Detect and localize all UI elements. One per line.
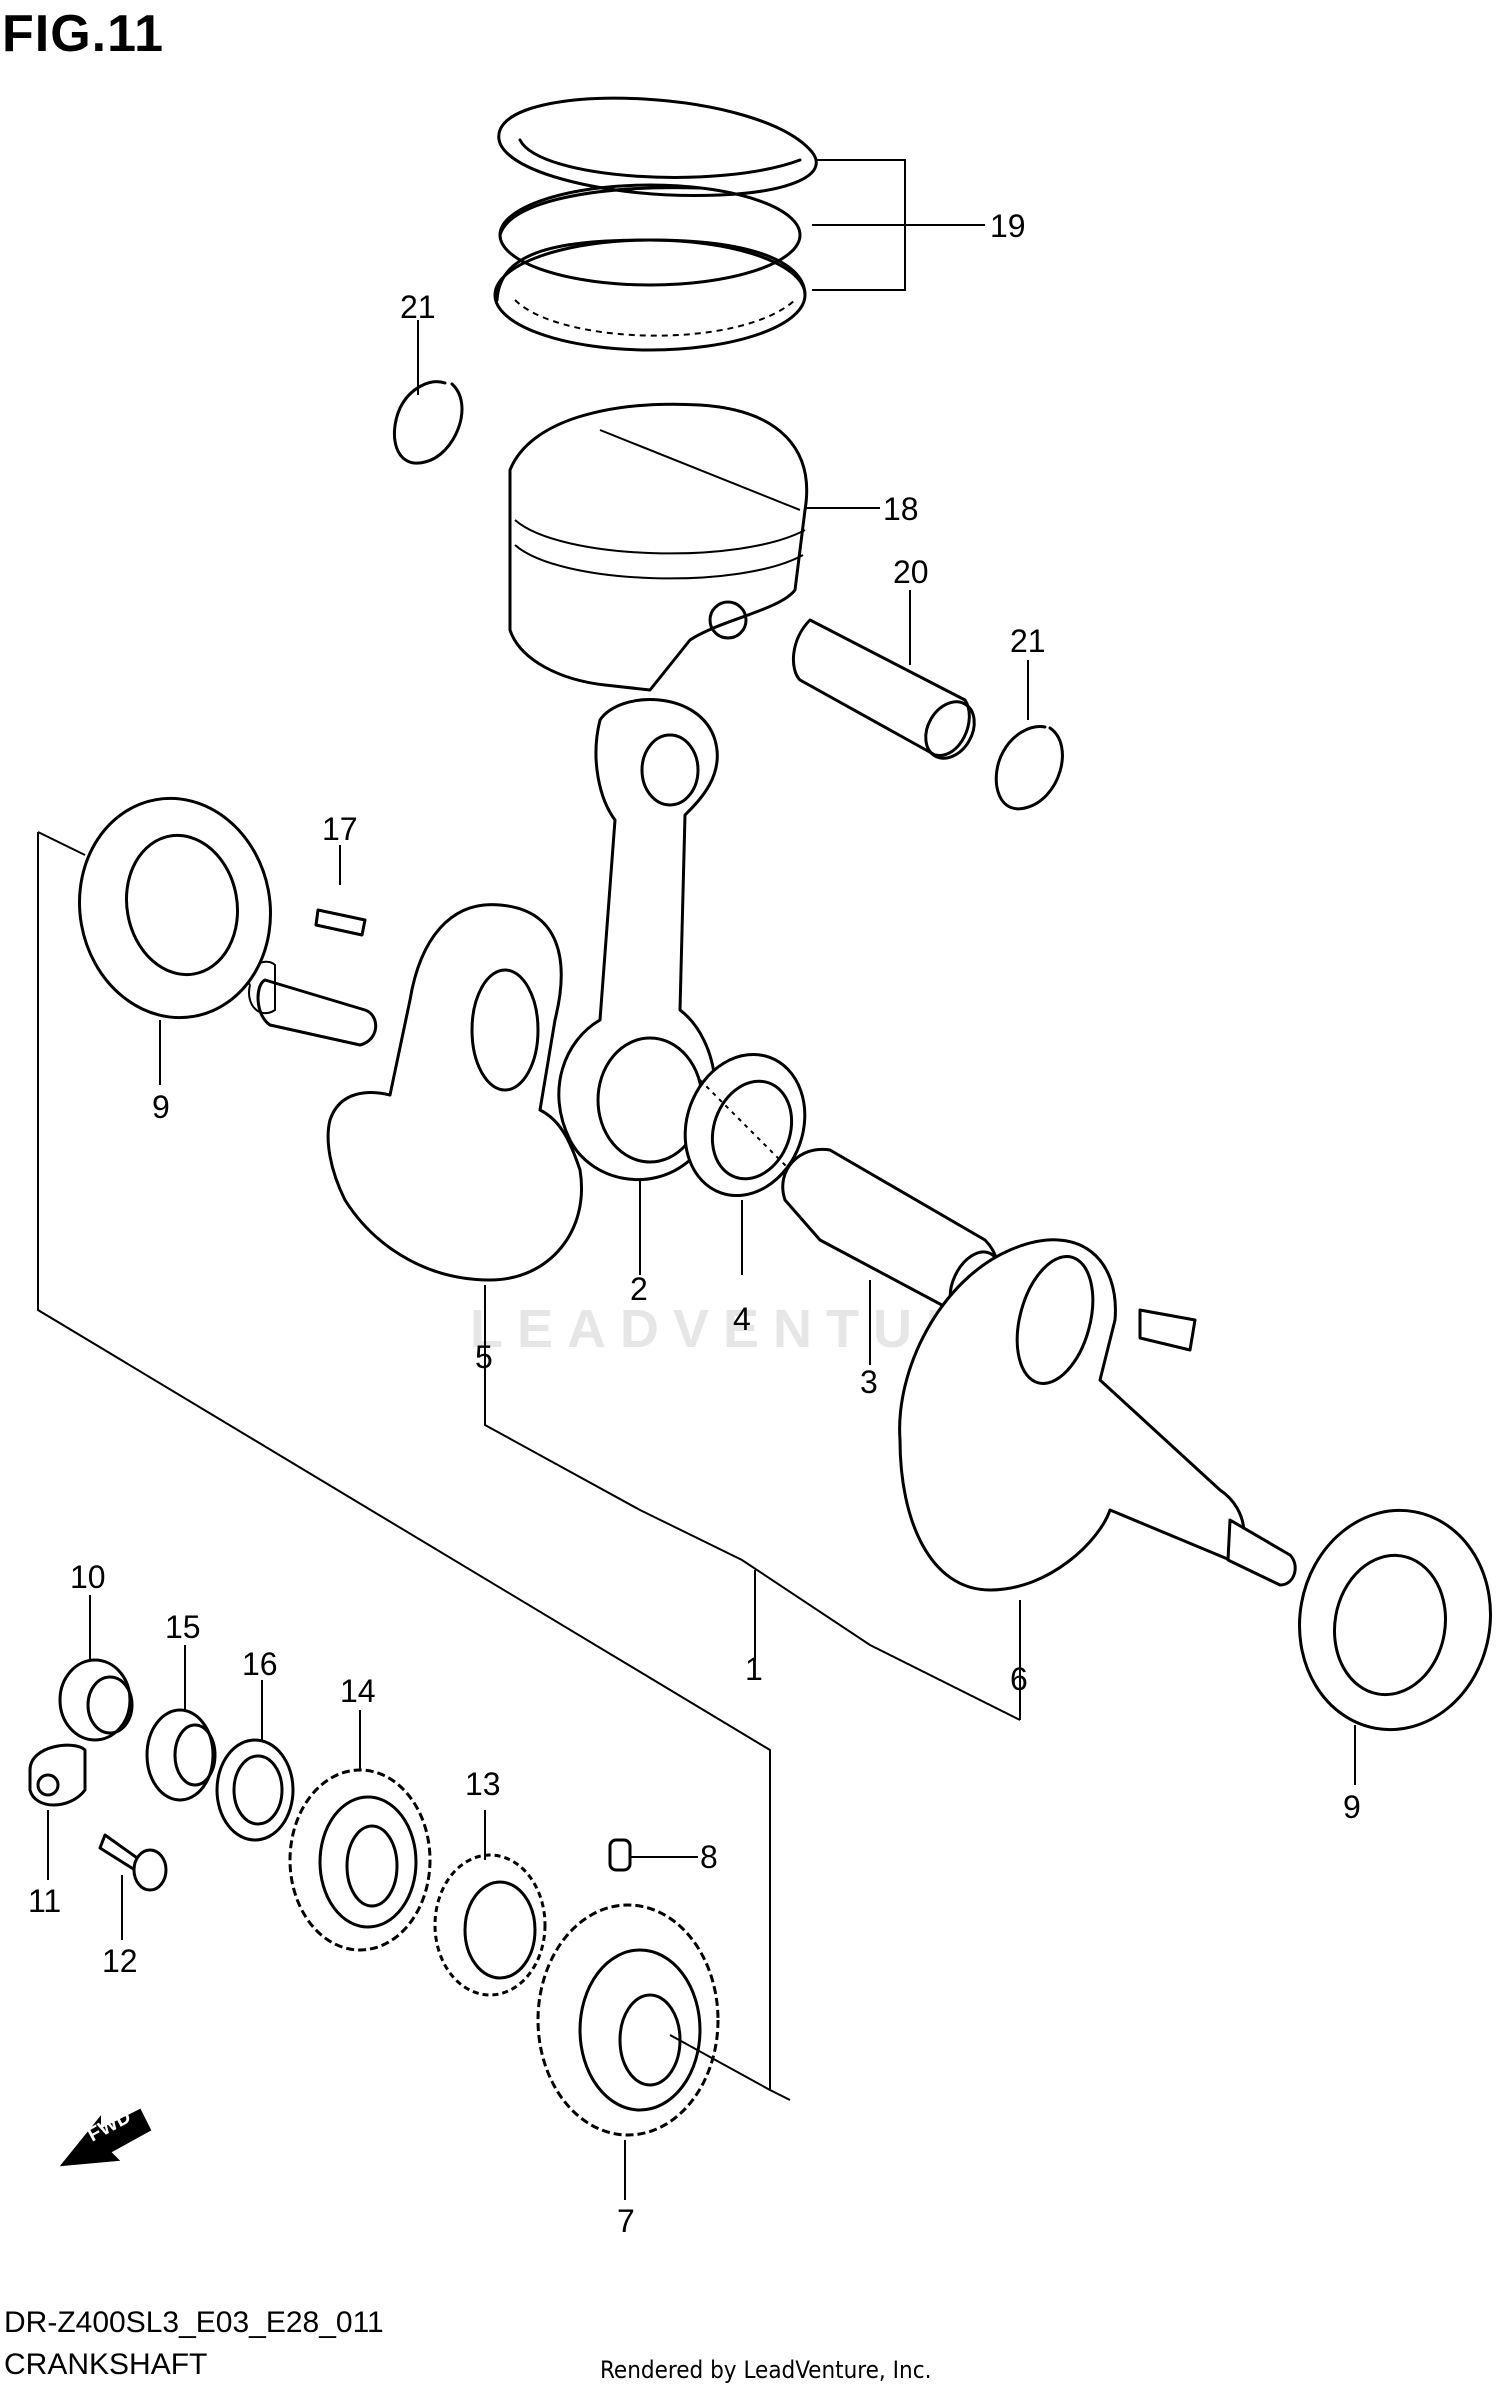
callout-1: 1	[745, 1651, 763, 1687]
oil-seal-10	[58, 1658, 134, 1742]
leader-line-7b	[669, 2034, 771, 2091]
callout-11: 11	[28, 1883, 61, 1919]
callout-13: 13	[465, 1766, 501, 1802]
callout-16: 16	[242, 1646, 278, 1682]
callout-18: 18	[883, 491, 919, 527]
circlip-left	[392, 380, 464, 465]
woodruff-key	[314, 908, 367, 937]
render-credit: Rendered by LeadVenture, Inc.	[600, 2356, 932, 2384]
spacer-15	[145, 1708, 217, 1802]
assembly-bracket-top	[37, 831, 86, 856]
gear-14	[288, 1768, 432, 1952]
screw-12	[98, 1833, 168, 1892]
crank-pin-bearing	[683, 1052, 807, 1198]
crankshaft-half-left	[246, 903, 583, 1282]
callout-5: 5	[475, 1339, 493, 1375]
callout-2: 2	[630, 1271, 648, 1307]
callout-20: 20	[893, 554, 929, 590]
dowel-pin-8	[608, 1838, 632, 1872]
crankshaft-half-right	[898, 1238, 1297, 1592]
section-title: CRANKSHAFT	[4, 2348, 208, 2381]
assembly-bracket	[37, 832, 791, 2101]
one-way-bearing-13	[433, 1853, 547, 1997]
callout-15: 15	[165, 1609, 201, 1645]
callout-9-left: 9	[152, 1089, 170, 1125]
figure-title: FIG.11	[2, 5, 165, 63]
gear-7	[536, 1903, 720, 2137]
callout-21-left: 21	[400, 289, 436, 325]
callout-8: 8	[700, 1839, 718, 1875]
piston	[508, 402, 809, 692]
callout-19: 19	[990, 208, 1026, 244]
callout-9-right: 9	[1343, 1789, 1361, 1825]
circlip-right	[994, 725, 1064, 811]
main-bearing-right	[1298, 1508, 1492, 1732]
callout-7: 7	[617, 2203, 635, 2239]
plate-11	[28, 1743, 87, 1807]
callout-4: 4	[733, 1301, 751, 1337]
callout-3: 3	[860, 1364, 878, 1400]
piston-pin	[791, 618, 976, 760]
reference-code: DR-Z400SL3_E03_E28_011	[4, 2306, 384, 2339]
main-bearing-left	[78, 796, 272, 1020]
callout-14: 14	[340, 1673, 376, 1709]
callout-10: 10	[70, 1559, 106, 1595]
callout-21-right: 21	[1010, 623, 1046, 659]
washer-16	[215, 1738, 295, 1842]
forward-arrow-icon: FWD	[59, 2106, 152, 2167]
callout-17: 17	[322, 811, 358, 847]
leader-line-5	[484, 1285, 1021, 1721]
callout-12: 12	[102, 1943, 138, 1979]
callout-6: 6	[1010, 1661, 1028, 1697]
piston-ring-set	[493, 96, 818, 352]
